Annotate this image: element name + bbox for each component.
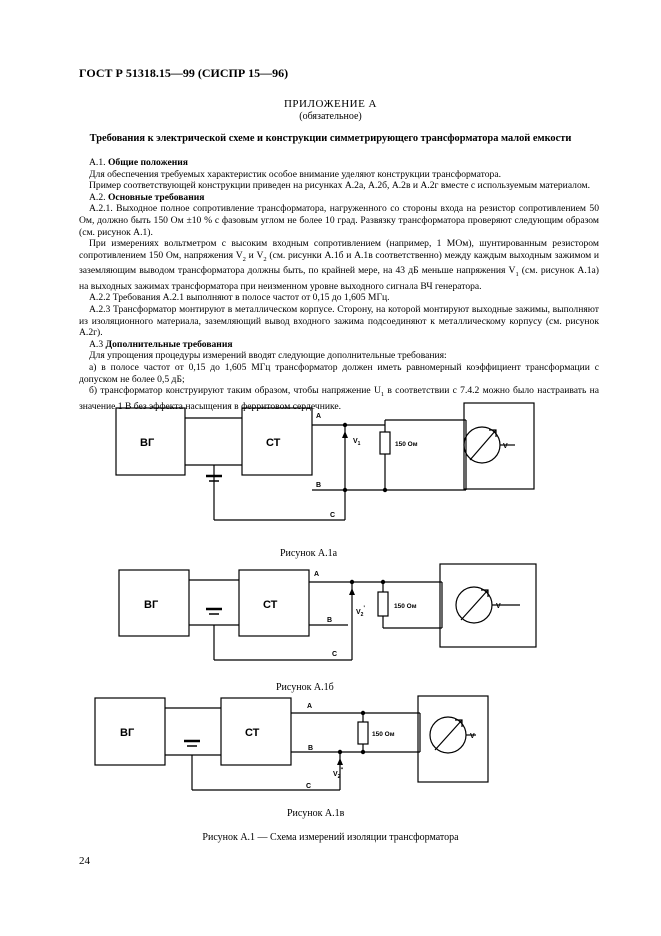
meter-label: V xyxy=(503,443,508,450)
figure-a1v-caption: Рисунок А.1в xyxy=(287,808,345,819)
terminal-a-label: A xyxy=(314,571,319,578)
terminal-b-label: B xyxy=(327,617,332,624)
transformer-block xyxy=(238,569,310,637)
transformer-block xyxy=(241,407,313,476)
body-text: А.1. Общие положения Для обеспечения тре… xyxy=(79,157,599,412)
generator-block xyxy=(94,697,166,766)
annex-title: ПРИЛОЖЕНИЕ А xyxy=(283,98,377,110)
v2-prime-label: V2' xyxy=(356,606,365,618)
paragraph: При измерениях вольтметром с высоким вхо… xyxy=(79,238,599,292)
paragraph: Для упрощения процедуры измерений вводят… xyxy=(89,350,447,362)
generator-label: ВГ xyxy=(120,727,135,739)
figure-a1v: ВГ СТ A B C V2" 150 Ом V xyxy=(94,695,489,791)
transformer-label: СТ xyxy=(263,599,278,611)
generator-block xyxy=(118,569,190,637)
generator-label: ВГ xyxy=(144,599,159,611)
terminal-a-label: A xyxy=(316,413,321,420)
transformer-label: СТ xyxy=(266,437,281,449)
resistor-label: 150 Ом xyxy=(372,731,395,738)
terminal-b-label: B xyxy=(316,482,321,489)
meter-label: V xyxy=(496,603,501,610)
paragraph: А.2.3 Трансформатор монтируют в металлич… xyxy=(79,303,599,339)
terminal-c-label: C xyxy=(306,783,311,790)
figure-a1a-caption: Рисунок А.1а xyxy=(280,548,338,559)
paragraph: а) в полосе частот от 0,15 до 1,605 МГц … xyxy=(79,361,599,385)
section-a1-heading: А.1. Общие положения xyxy=(89,157,188,168)
section-a3-heading: А.3 Дополнительные требования xyxy=(89,338,233,350)
generator-block xyxy=(115,407,186,476)
annex-heading: Требования к электрической схеме и конст… xyxy=(89,133,572,144)
paragraph: А.2.1. Выходное полное сопротивление тра… xyxy=(79,203,599,238)
meter-enclosure xyxy=(439,563,537,648)
v2-double-prime-label: V2" xyxy=(333,768,343,780)
transformer-label: СТ xyxy=(245,727,260,739)
terminal-b-label: B xyxy=(308,745,313,752)
paragraph: Пример соответствующей конструкции приве… xyxy=(89,180,591,192)
figure-a1a: ВГ СТ A B C V1 150 Ом V xyxy=(115,402,535,521)
annex-status: (обязательное) xyxy=(299,111,362,122)
meter-label: V xyxy=(470,733,475,740)
transformer-block xyxy=(220,697,292,766)
terminal-c-label: C xyxy=(332,651,337,658)
paragraph: Для обеспечения требуемых характеристик … xyxy=(89,168,501,180)
meter-enclosure xyxy=(463,402,535,490)
paragraph: б) трансформатор конструируют таким обра… xyxy=(79,385,599,412)
figure-a1-caption: Рисунок А.1 — Схема измерений изоляции т… xyxy=(202,832,459,843)
page-number: 24 xyxy=(79,855,90,867)
generator-label: ВГ xyxy=(140,437,155,449)
figure-a1b-caption: Рисунок А.1б xyxy=(276,682,334,693)
paragraph: А.2.2 Требования А.2.1 выполняют в полос… xyxy=(89,292,390,304)
meter-enclosure xyxy=(417,695,489,783)
v1-label: V1 xyxy=(353,438,361,447)
resistor-label: 150 Ом xyxy=(395,441,418,448)
figure-a1b: ВГ СТ A B C V2' 150 Ом V xyxy=(118,563,537,661)
resistor-label: 150 Ом xyxy=(394,603,417,610)
terminal-a-label: A xyxy=(307,703,312,710)
terminal-c-label: C xyxy=(330,512,335,519)
section-a2-heading: А.2. Основные требования xyxy=(89,191,205,203)
document-header: ГОСТ Р 51318.15—99 (СИСПР 15—96) xyxy=(79,66,289,80)
